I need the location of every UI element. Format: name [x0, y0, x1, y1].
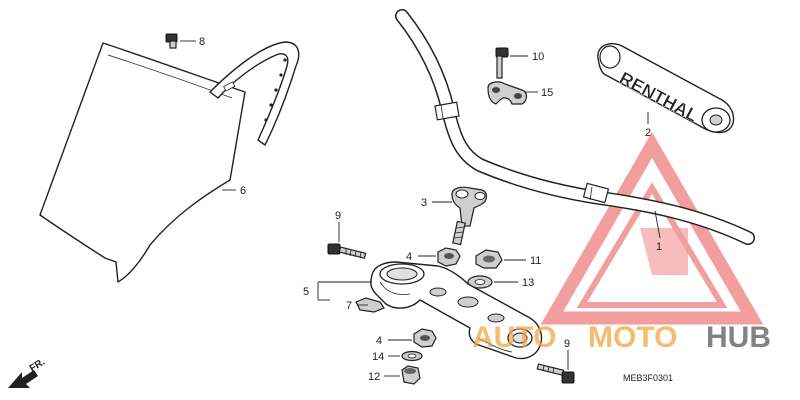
nut-4-lower — [413, 328, 437, 348]
svg-text:MOTO: MOTO — [588, 321, 677, 354]
handlebar — [395, 9, 755, 245]
callout-4-lower: 4 — [376, 335, 382, 347]
callout-9-left: 9 — [335, 210, 341, 222]
svg-text:HUB: HUB — [706, 321, 771, 354]
watermark-text: AUTO MOTO HUB — [472, 321, 771, 354]
steering-top-bridge — [370, 261, 543, 360]
front-direction-arrow — [8, 370, 38, 388]
front-label: FR. — [28, 357, 48, 375]
bolt-10 — [495, 47, 509, 79]
callout-14: 14 — [372, 351, 384, 363]
callout-8: 8 — [199, 36, 205, 48]
callout-4-upper: 4 — [406, 251, 412, 263]
watermark-logo — [540, 132, 764, 325]
svg-text:AUTO: AUTO — [472, 321, 556, 354]
number-plate — [39, 41, 300, 283]
bolt-8 — [165, 33, 178, 49]
damper-rubber-7 — [355, 297, 385, 313]
callout-10: 10 — [532, 51, 544, 63]
callout-2: 2 — [645, 127, 651, 139]
callout-5: 5 — [303, 286, 309, 298]
nut-4-upper — [437, 247, 461, 267]
callout-3: 3 — [421, 197, 427, 209]
bolt-9-right — [536, 363, 575, 384]
callout-15: 15 — [541, 87, 553, 99]
callout-12: 12 — [368, 371, 380, 383]
callout-7: 7 — [346, 300, 352, 312]
handlebar-lower-holder — [451, 186, 488, 246]
washer-13 — [467, 275, 493, 289]
cap-12 — [401, 365, 421, 385]
callout-1: 1 — [656, 241, 662, 253]
washer-14 — [401, 350, 423, 362]
callout-6: 6 — [240, 185, 246, 197]
diagram-code: MEB3F0301 — [623, 373, 673, 383]
handlebar-upper-holder — [487, 81, 528, 105]
callout-11: 11 — [530, 255, 541, 267]
nut-11 — [475, 249, 503, 269]
handlebar-pad: RENTHAL — [597, 42, 735, 134]
bolt-9-left — [327, 243, 367, 259]
callout-9-right: 9 — [564, 338, 570, 350]
callout-13: 13 — [522, 277, 534, 289]
